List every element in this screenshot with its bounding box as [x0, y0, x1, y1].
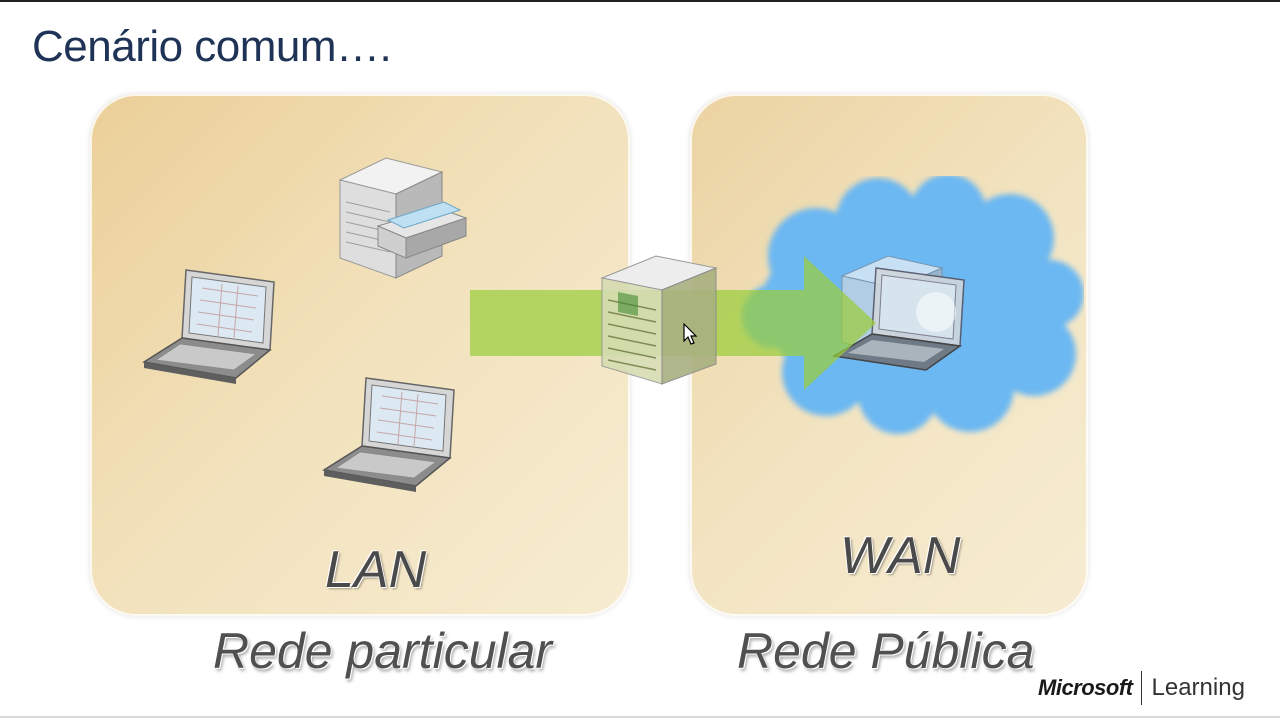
microsoft-learning-logo: Microsoft Learning: [1038, 668, 1245, 708]
server-printer-icon: [338, 157, 468, 279]
private-network-caption: Rede particular: [213, 623, 553, 679]
bottom-border: [0, 716, 1280, 718]
lan-label: LAN: [325, 541, 427, 599]
slide-title: Cenário comum….: [32, 22, 392, 71]
mouse-cursor-icon: [683, 323, 698, 345]
brand-product: Learning: [1151, 674, 1245, 701]
public-network-caption: Rede Pública: [737, 623, 1035, 679]
brand-divider: [1140, 671, 1142, 705]
remote-laptop-icon: [832, 255, 965, 371]
server-icon: [600, 255, 718, 385]
wan-label: WAN: [840, 527, 961, 585]
brand-company: Microsoft: [1038, 675, 1133, 700]
laptop-icon: [142, 269, 275, 384]
laptop-icon: [322, 377, 455, 492]
top-border: [0, 0, 1280, 2]
